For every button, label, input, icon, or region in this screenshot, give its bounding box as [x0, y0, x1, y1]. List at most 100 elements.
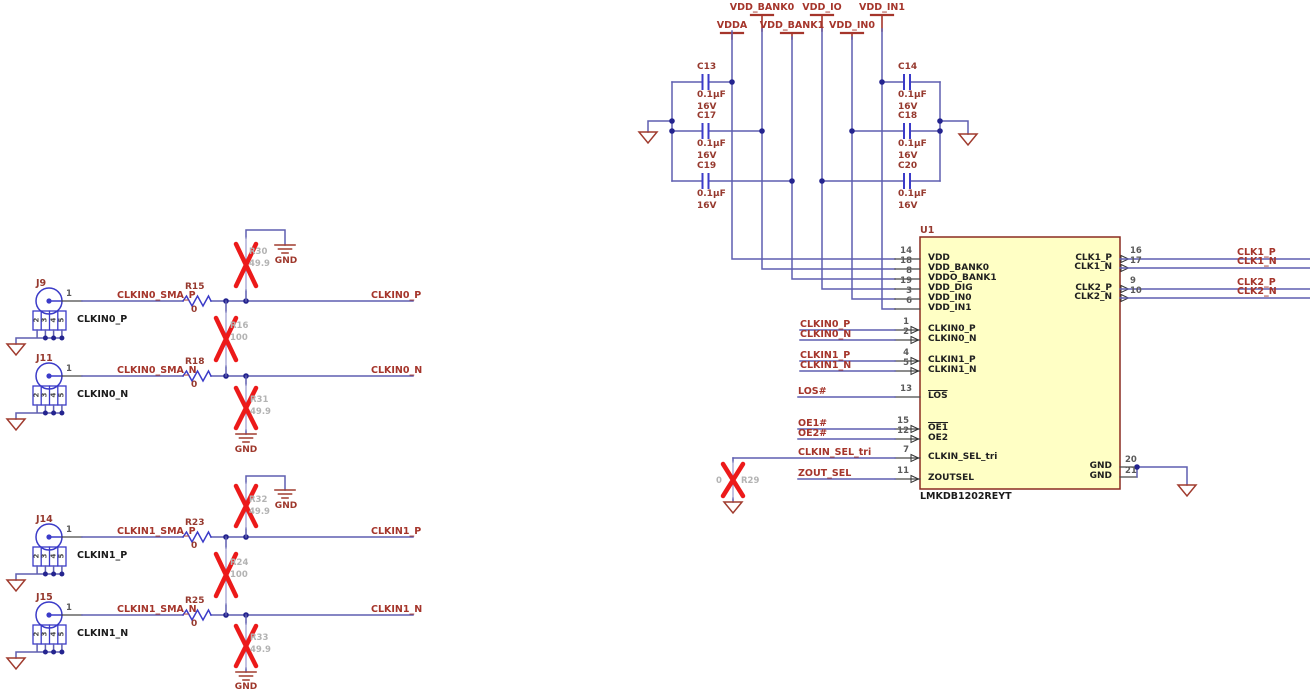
cap-bank-right — [821, 74, 979, 189]
net-label-clk2-n[interactable]: CLK2_N — [1237, 286, 1277, 297]
resistor-value-r32[interactable]: 49.9 — [249, 507, 270, 517]
earth-ground-icon — [235, 433, 257, 443]
pin-number: 1 — [66, 289, 72, 299]
connector-ref-j11[interactable]: J11 — [36, 353, 53, 364]
resistor-ref-r33[interactable]: R33 — [250, 633, 269, 643]
net-label-clkin1-p[interactable]: CLKIN1_P — [800, 350, 851, 361]
power-label-vdd-in1[interactable]: VDD_IN1 — [859, 2, 905, 13]
pin-number: 7 — [903, 445, 909, 455]
cap-ref-c18[interactable]: C18 — [898, 111, 918, 121]
resistor-r30-dnp — [233, 229, 296, 302]
resistor-value-r24[interactable]: 100 — [230, 570, 248, 580]
resistor-value-r25[interactable]: 0 — [191, 619, 198, 629]
cap-value-c13[interactable]: 0.1µF — [697, 90, 726, 100]
net-label-clk1-p[interactable]: CLK1_P — [1237, 247, 1276, 258]
cap-voltage-c17[interactable]: 16V — [697, 151, 717, 161]
net-label-oe1[interactable]: OE1# — [798, 418, 828, 429]
resistor-value-r23[interactable]: 0 — [191, 541, 198, 551]
cap-ref-c20[interactable]: C20 — [898, 161, 918, 171]
pin-number: 2 — [32, 553, 41, 559]
cap-value-c14[interactable]: 0.1µF — [898, 90, 927, 100]
net-label-clk2-p[interactable]: CLK2_P — [1237, 277, 1276, 288]
net-label-clkin0-n-out[interactable]: CLKIN0_N — [371, 365, 423, 376]
resistor-ref-r24[interactable]: R24 — [230, 558, 249, 568]
pin-name-vddo-bank1: VDDO_BANK1 — [928, 273, 997, 283]
resistor-ref-r18[interactable]: R18 — [185, 357, 205, 367]
resistor-ref-r25[interactable]: R25 — [185, 596, 205, 606]
resistor-ref-r32[interactable]: R32 — [249, 495, 268, 505]
capacitor-plates — [903, 74, 911, 189]
net-label-zout-sel[interactable]: ZOUT_SEL — [798, 468, 852, 479]
cap-value-c20[interactable]: 0.1µF — [898, 189, 927, 199]
net-label-clkin1-n-out[interactable]: CLKIN1_N — [371, 604, 423, 615]
connector-ref-j15[interactable]: J15 — [36, 592, 53, 603]
net-label-clkin1-p-out[interactable]: CLKIN1_P — [371, 526, 422, 537]
net-label-clkin1-sma-p[interactable]: CLKIN1_SMA_P — [117, 526, 196, 537]
resistor-value-r16[interactable]: 100 — [230, 333, 248, 343]
pin-name-clkin-sel-tri: CLKIN_SEL_tri — [928, 452, 998, 462]
resistor-ref-r15[interactable]: R15 — [185, 282, 205, 292]
net-label-clk1-n[interactable]: CLK1_N — [1237, 256, 1277, 267]
connector-ref-j14[interactable]: J14 — [36, 514, 53, 525]
cap-value-c17[interactable]: 0.1µF — [697, 139, 726, 149]
power-label-vdd-io[interactable]: VDD_IO — [802, 2, 842, 13]
cap-ref-c17[interactable]: C17 — [697, 111, 717, 121]
connector-ref-j9[interactable]: J9 — [36, 278, 47, 289]
cap-value-c18[interactable]: 0.1µF — [898, 139, 927, 149]
pin-name-clk2-n: CLK2_N — [1074, 292, 1112, 302]
ic-designator[interactable]: U1 — [920, 225, 935, 236]
cap-value-c19[interactable]: 0.1µF — [697, 189, 726, 199]
pin-number: 4 — [49, 631, 58, 637]
cap-voltage-c19[interactable]: 16V — [697, 201, 717, 211]
dnp-cross-icon — [233, 241, 259, 289]
connector-signal-label: CLKIN0_P — [77, 314, 128, 325]
power-label-vdda[interactable]: VDDA — [716, 20, 748, 31]
net-label-clkin1-n[interactable]: CLKIN1_N — [800, 360, 852, 371]
net-label-clkin1-sma-n[interactable]: CLKIN1_SMA_N — [117, 604, 197, 615]
resistor-ref-r30[interactable]: R30 — [249, 247, 268, 257]
pin-number: 2 — [903, 327, 909, 337]
connector-j14 — [5, 523, 83, 593]
cap-ref-c19[interactable]: C19 — [697, 161, 717, 171]
pin-name-oe1: OE1 — [928, 423, 949, 433]
resistor-value-r33[interactable]: 49.9 — [250, 645, 271, 655]
net-label-clkin0-sma-p[interactable]: CLKIN0_SMA_P — [117, 290, 196, 301]
resistor-r32-dnp — [233, 475, 296, 538]
resistor-ref-r16[interactable]: R16 — [230, 321, 249, 331]
cap-voltage-c13[interactable]: 16V — [697, 102, 717, 112]
resistor-value-r30[interactable]: 49.9 — [249, 259, 270, 269]
capacitor-plates — [701, 74, 710, 189]
cap-ref-c14[interactable]: C14 — [898, 62, 918, 72]
power-label-vdd-bank0[interactable]: VDD_BANK0 — [729, 2, 795, 13]
resistor-value-r31[interactable]: 49.9 — [250, 407, 271, 417]
connector-j9 — [5, 287, 83, 357]
net-label-oe2[interactable]: OE2# — [798, 428, 828, 439]
pin-number: 1 — [66, 525, 72, 535]
resistor-value-r29[interactable]: 0 — [716, 476, 722, 486]
cap-ref-c13[interactable]: C13 — [697, 62, 717, 72]
net-label-clkin-sel-tri[interactable]: CLKIN_SEL_tri — [798, 447, 872, 458]
dnp-cross-icon — [213, 315, 239, 363]
cap-voltage-c14[interactable]: 16V — [898, 102, 918, 112]
net-label-clkin0-n[interactable]: CLKIN0_N — [800, 329, 852, 340]
cap-voltage-c20[interactable]: 16V — [898, 201, 918, 211]
net-label-los[interactable]: LOS# — [798, 386, 827, 397]
ic-part-number[interactable]: LMKDB1202REYT — [920, 491, 1012, 502]
net-label-clkin0-p[interactable]: CLKIN0_P — [800, 319, 851, 330]
net-label-clkin0-p-out[interactable]: CLKIN0_P — [371, 290, 422, 301]
net-label-clkin0-sma-n[interactable]: CLKIN0_SMA_N — [117, 365, 197, 376]
ground-triangle-icon — [722, 501, 744, 515]
resistor-ref-r29[interactable]: R29 — [741, 476, 760, 486]
resistor-ref-r23[interactable]: R23 — [185, 518, 205, 528]
power-label-vdd-in0[interactable]: VDD_IN0 — [829, 20, 875, 31]
resistor-value-r18[interactable]: 0 — [191, 380, 198, 390]
resistor-r25 — [181, 608, 213, 622]
resistor-ref-r31[interactable]: R31 — [250, 395, 269, 405]
power-label-vdd-bank1[interactable]: VDD_BANK1 — [759, 20, 825, 31]
dnp-cross-icon — [213, 551, 239, 599]
pin-number: 1 — [66, 603, 72, 613]
ground-triangle-icon — [637, 131, 659, 145]
cap-voltage-c18[interactable]: 16V — [898, 151, 918, 161]
pin-name-clk1-p: CLK1_P — [1075, 253, 1112, 263]
resistor-value-r15[interactable]: 0 — [191, 305, 198, 315]
